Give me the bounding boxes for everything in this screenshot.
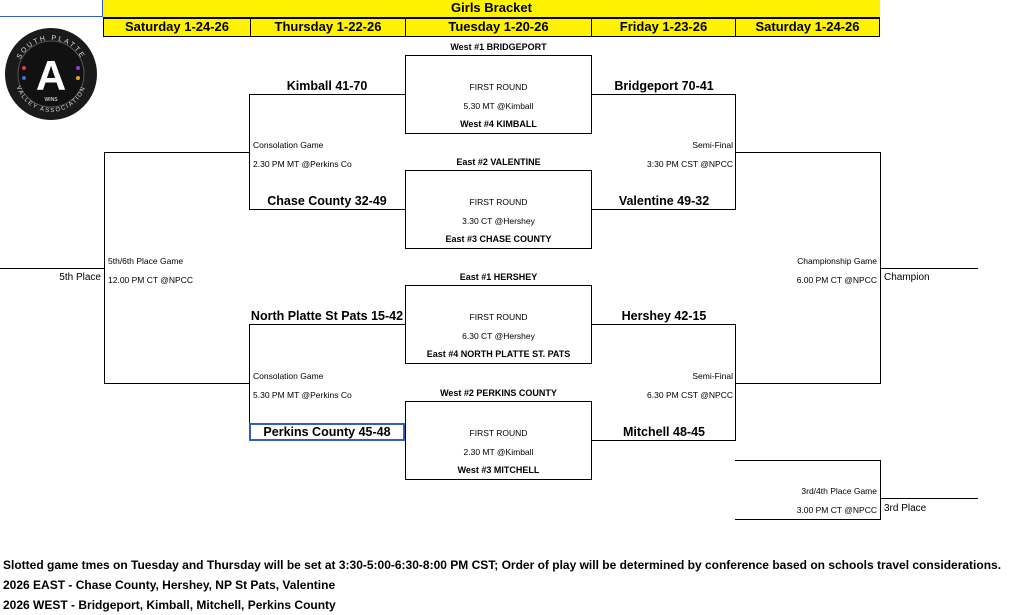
semifinal-1-time: 3:30 PM CST @NPCC [647, 159, 733, 169]
fifth-place-game-time: 12.00 PM CT @NPCC [108, 275, 193, 285]
date-header-1: Saturday 1-24-26 [103, 18, 251, 37]
third-place-label: 3rd Place [884, 503, 927, 514]
semifinal-2-name: Semi-Final [692, 371, 733, 381]
line [249, 94, 405, 95]
corner-cell-border [0, 16, 103, 17]
date-header-4: Friday 1-23-26 [591, 18, 736, 37]
championship-time: 6.00 PM CT @NPCC [796, 275, 877, 285]
line [592, 440, 736, 441]
third-place-game-time: 3.00 PM CT @NPCC [796, 505, 877, 515]
game-3-box: FIRST ROUND 6.30 CT @Hershey East #4 NOR… [405, 285, 592, 364]
line [735, 519, 881, 520]
game-3-bottom-label: East #4 NORTH PLATTE ST. PATS [426, 349, 571, 359]
game-4-round: FIRST ROUND [469, 428, 528, 438]
game-4-time: 2.30 MT @Kimball [463, 447, 534, 457]
game-2-time: 3.30 CT @Hershey [462, 216, 535, 226]
line [0, 268, 105, 269]
right-result-2[interactable]: Valentine 49-32 [618, 194, 710, 208]
game-4-box: FIRST ROUND 2.30 MT @Kimball West #3 MIT… [405, 401, 592, 480]
line [735, 383, 881, 384]
fifth-place-game-name: 5th/6th Place Game [108, 256, 184, 266]
game-4-bottom-label: West #3 MITCHELL [457, 465, 540, 475]
game-2-bottom-label: East #3 CHASE COUNTY [445, 234, 552, 244]
bracket-title: Girls Bracket [103, 0, 880, 18]
right-result-1[interactable]: Bridgeport 70-41 [614, 79, 714, 93]
line [735, 152, 881, 153]
logo-side-text: ATHLETIC [57, 55, 62, 74]
game-3-round: FIRST ROUND [469, 312, 528, 322]
champion-label: Champion [884, 272, 930, 283]
corner-cell-border-v [102, 0, 103, 16]
line [735, 324, 736, 441]
consolation-1-name: Consolation Game [253, 140, 324, 150]
left-result-4[interactable]: Perkins County 45-48 [263, 425, 391, 439]
line [104, 383, 250, 384]
game-3-time: 6.30 CT @Hershey [462, 331, 535, 341]
left-result-2[interactable]: Chase County 32-49 [267, 194, 387, 208]
game-2-round: FIRST ROUND [469, 197, 528, 207]
semifinal-2-time: 6.30 PM CST @NPCC [647, 390, 733, 400]
line [592, 209, 736, 210]
game-3-top-label: East #1 HERSHEY [459, 272, 538, 282]
game-1-round: FIRST ROUND [469, 82, 528, 92]
consolation-1-time: 2.30 PM MT @Perkins Co [253, 159, 352, 169]
game-2-box: FIRST ROUND 3.30 CT @Hershey East #3 CHA… [405, 170, 592, 249]
third-place-game-name: 3rd/4th Place Game [801, 486, 877, 496]
game-4-top-label: West #2 PERKINS COUNTY [440, 388, 557, 398]
game-1-bottom-label: West #4 KIMBALL [460, 119, 537, 129]
spva-logo: SOUTH PLATTE VALLEY ASSOCIATION A ATHLET… [3, 26, 99, 122]
championship-name: Championship Game [797, 256, 877, 266]
footer-note: Slotted game tmes on Tuesday and Thursda… [3, 558, 1002, 572]
line [249, 324, 405, 325]
selected-cell[interactable] [249, 423, 405, 441]
line [249, 324, 250, 440]
footer-east: 2026 EAST - Chase County, Hershey, NP St… [3, 578, 336, 592]
left-result-1[interactable]: Kimball 41-70 [286, 79, 368, 93]
game-2-top-label: East #2 VALENTINE [456, 157, 541, 167]
line [880, 498, 978, 499]
date-header-5: Saturday 1-24-26 [735, 18, 880, 37]
fifth-place-label: 5th Place [59, 272, 101, 283]
line [735, 460, 881, 461]
consolation-2-name: Consolation Game [253, 371, 324, 381]
line [592, 94, 736, 95]
line [880, 460, 881, 520]
footer-west: 2026 WEST - Bridgeport, Kimball, Mitchel… [3, 598, 336, 612]
right-result-3[interactable]: Hershey 42-15 [621, 309, 707, 323]
date-header-3: Tuesday 1-20-26 [405, 18, 592, 37]
left-result-3[interactable]: North Platte St Pats 15-42 [250, 309, 404, 323]
date-header-2: Thursday 1-22-26 [250, 18, 406, 37]
semifinal-1-name: Semi-Final [692, 140, 733, 150]
line [880, 268, 978, 269]
line [592, 324, 736, 325]
line [249, 209, 405, 210]
logo-letter: A [36, 52, 66, 99]
line [104, 152, 250, 153]
consolation-2-time: 5.30 PM MT @Perkins Co [253, 390, 352, 400]
right-result-4[interactable]: Mitchell 48-45 [623, 425, 705, 439]
game-1-top-label: West #1 BRIDGEPORT [450, 42, 547, 52]
game-1-time: 5.30 MT @Kimball [463, 101, 534, 111]
game-1-box: FIRST ROUND 5.30 MT @Kimball West #4 KIM… [405, 55, 592, 134]
logo-word: WINS [44, 97, 58, 103]
